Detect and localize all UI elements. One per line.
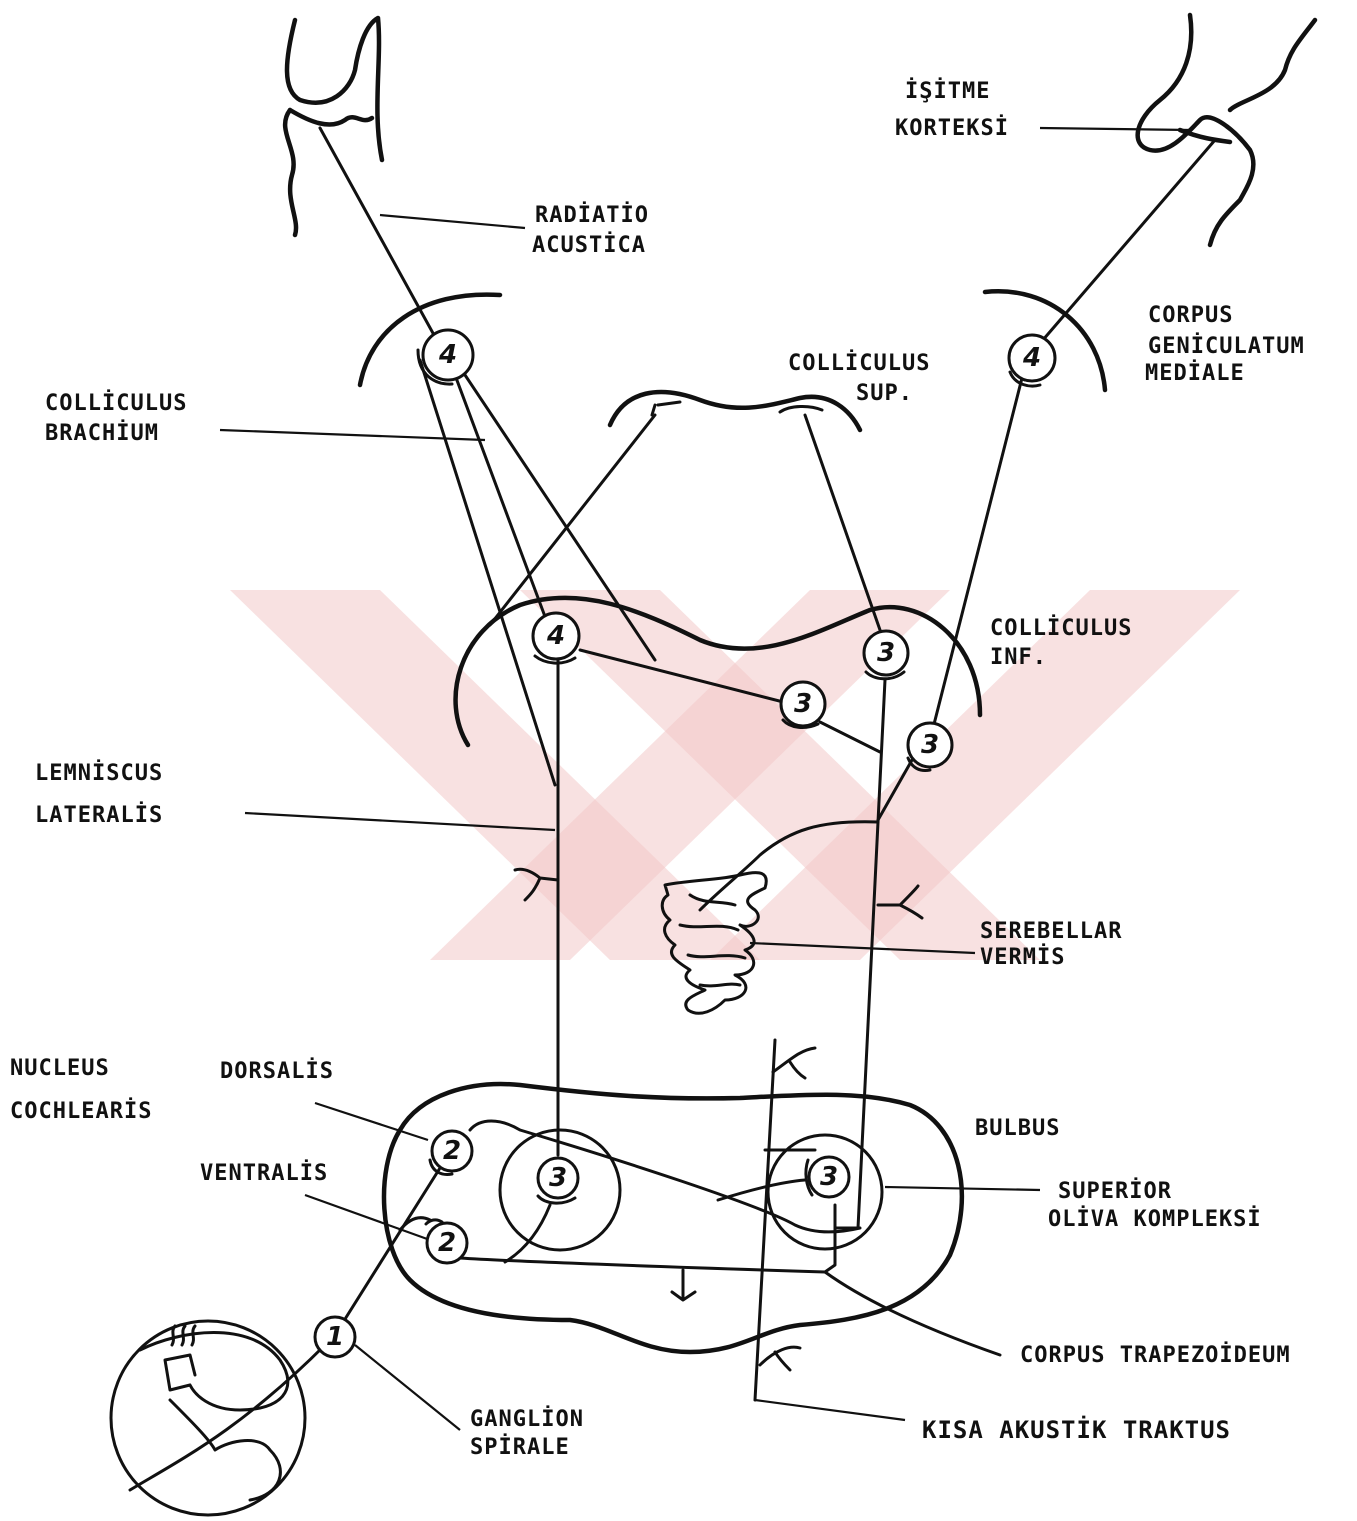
leader-dorsalis [315,1103,428,1140]
leader-korteksi [1040,128,1190,130]
label-ganglion-2: SPİRALE [470,1434,570,1460]
sc-left-terminal [652,402,680,415]
svg-text:1: 1 [326,1322,344,1352]
svg-text:4: 4 [546,621,565,651]
neuron-2-ventral: 2 [426,1220,467,1263]
svg-text:3: 3 [549,1163,567,1193]
label-isitme: İŞİTME [905,78,990,104]
cochlea-inner [130,1333,325,1501]
svg-text:2: 2 [443,1136,461,1166]
leader-kisa [755,1400,905,1420]
sc-right-terminal [780,406,822,412]
neuron-2-dorsal: 2 [430,1131,472,1174]
svg-text:4: 4 [1022,343,1041,373]
label-nucleus-2: COCHLEARİS [10,1098,152,1124]
label-nucleus-1: NUCLEUS [10,1056,110,1081]
label-coll-inf-1: COLLİCULUS [990,615,1132,641]
label-kisa: KISA AKUSTİK TRAKTUS [922,1415,1231,1444]
label-acustica: ACUSTİCA [532,232,646,258]
short-tract-branch-top [773,1048,815,1078]
svg-text:4: 4 [438,340,457,370]
label-lemniscus-1: LEMNİSCUS [35,760,163,786]
neuron-4-right-mgb: 4 [1009,335,1055,386]
label-superior-2: OLİVA KOMPLEKSİ [1048,1206,1262,1232]
label-superior-1: SUPERİOR [1058,1178,1172,1204]
label-dorsalis: DORSALİS [220,1058,334,1084]
label-coll-brach-2: BRACHİUM [45,420,159,446]
label-lemniscus-2: LATERALİS [35,802,163,828]
bulbus-collateral [672,1270,695,1300]
label-coll-brach-1: COLLİCULUS [45,390,187,416]
label-corpus-gen-2: GENİCULATUM [1148,333,1305,359]
label-trapezoid: CORPUS TRAPEZOİDEUM [1020,1342,1291,1368]
olive-left-loop [505,1205,550,1262]
label-coll-sup-1: COLLİCULUS [788,350,930,376]
neuron-1-spiral-ganglion: 1 [315,1317,355,1357]
svg-text:3: 3 [921,730,939,760]
left-cortex-fold [290,110,372,125]
short-acoustic-tract [755,1040,775,1400]
label-ganglion-1: GANGLİON [470,1406,584,1432]
neuron-3-ic-mid: 3 [781,682,825,727]
olive-right-in [718,1180,805,1200]
leader-ganglion [355,1345,460,1430]
brachium-left-inner [455,375,550,630]
olive-right-down [825,1205,835,1272]
label-bulbus: BULBUS [975,1116,1060,1141]
label-coll-inf-2: INF. [990,645,1047,670]
svg-text:3: 3 [877,638,895,668]
label-ventralis: VENTRALİS [200,1160,328,1186]
dorsal-to-spiral [335,1168,440,1335]
leader-superior [885,1187,1040,1190]
label-coll-sup-2: SUP. [856,381,913,406]
svg-text:3: 3 [794,689,812,719]
right-cortex-fold [1180,130,1230,142]
neuron-3-ic-right-top: 3 [864,631,908,679]
label-corpus-gen-1: CORPUS [1148,303,1233,328]
svg-text:3: 3 [820,1162,838,1192]
3mid-to-3right [820,722,880,752]
neuron-3-olive-left: 3 [538,1158,578,1203]
neuron-4-ic-left: 4 [533,613,579,663]
label-corpus-gen-3: MEDİALE [1145,360,1245,386]
leader-ventralis [305,1195,430,1240]
label-serebellar-1: SEREBELLAR [980,919,1122,944]
svg-text:2: 2 [438,1228,456,1258]
label-korteksi: KORTEKSİ [895,115,1009,141]
short-tract-branch-bottom [760,1347,800,1370]
label-serebellar-2: VERMİS [980,944,1065,970]
neuron-3-olive-right: 3 [806,1157,849,1197]
leader-radiatio [380,215,525,228]
label-radiatio: RADİATİO [535,202,649,228]
trapezoid-lower [460,1258,1000,1355]
